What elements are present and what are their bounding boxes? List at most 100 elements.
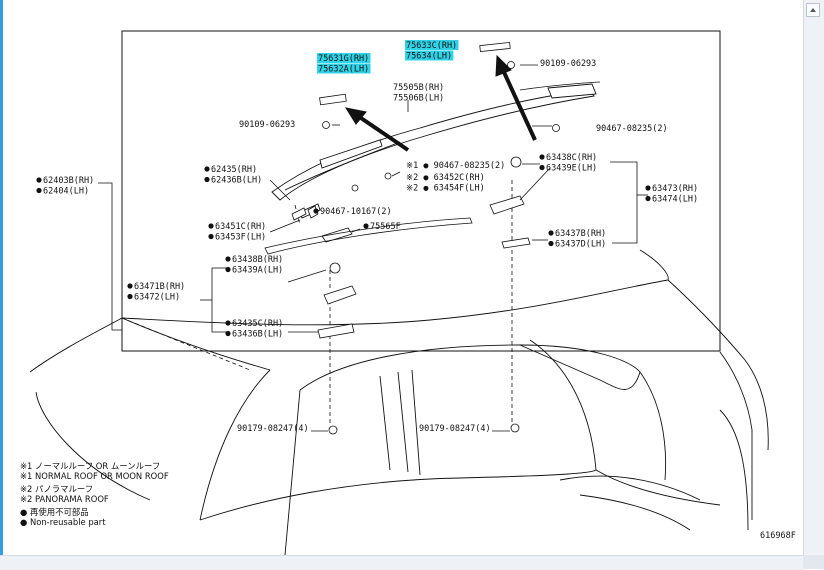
label-highlight <box>317 53 371 63</box>
leader-dashes <box>121 180 513 425</box>
callout-p90467a: 90467-08235(2) <box>596 124 668 134</box>
part-number: 75634(LH) <box>406 52 452 62</box>
note-line: ※1 NORMAL ROOF OR MOON ROOF <box>20 471 169 482</box>
part-number: 63437B(RH) <box>555 229 606 239</box>
window-frame-edge <box>0 0 3 569</box>
note-line: ● 再使用不可部品 <box>20 506 89 517</box>
non-reusable-dot-icon <box>208 233 214 240</box>
label-highlight <box>317 63 371 74</box>
part-number: 90109-06293 <box>239 120 295 130</box>
callout-p90109a: 90109-06293 <box>540 59 596 69</box>
callout-p75565: 75565F <box>363 222 401 232</box>
vehicle-outline <box>29 249 769 555</box>
callout-p75633: 75633C(RH)75634(LH) <box>405 40 459 62</box>
non-reusable-dot-icon <box>225 320 231 326</box>
callout-p63473: 63473(RH)63474(LH) <box>645 184 698 205</box>
label-highlight <box>405 50 454 61</box>
vertical-scrollbar[interactable] <box>803 0 824 555</box>
non-reusable-dot-icon <box>127 293 133 300</box>
callout-p90109b: 90109-06293 <box>239 120 295 130</box>
non-reusable-dot-icon <box>36 177 42 183</box>
callout-p63451: 63451C(RH)63453F(LH) <box>208 222 266 243</box>
part-number: 63435C(RH) <box>232 319 283 329</box>
figure-id: 616968F <box>760 531 796 541</box>
bracket-lines <box>98 64 648 432</box>
callout-p90467b: ※1 ● 90467-08235(2) <box>406 161 505 171</box>
part-number: 63439A(LH) <box>232 266 283 276</box>
non-reusable-dot-icon <box>225 266 231 273</box>
non-reusable-dot-icon <box>204 176 210 183</box>
horizontal-scrollbar[interactable] <box>0 555 803 570</box>
callout-p75505: 75505B(RH)75506B(LH) <box>393 83 444 104</box>
callout-labels: 75631G(RH)75632A(LH) 75633C(RH)75634(LH) 9… <box>36 40 698 434</box>
part-number: 63473(RH) <box>652 184 698 194</box>
non-reusable-dot-icon <box>539 154 545 160</box>
part-number: 63472(LH) <box>134 293 180 303</box>
non-reusable-dot-icon <box>36 187 42 194</box>
small-parts <box>291 42 560 435</box>
non-reusable-dot-icon <box>225 256 231 262</box>
non-reusable-dot-icon <box>204 166 210 172</box>
note-line: ※2 パノラマルーフ <box>20 483 94 494</box>
part-number: 90179-08247(4) <box>419 424 491 434</box>
part-number: 62403B(RH) <box>43 176 94 186</box>
chevron-up-icon <box>810 8 816 12</box>
non-reusable-dot-icon <box>645 195 651 202</box>
part-number: 90467-08235(2) <box>596 124 668 134</box>
part-number: 75505B(RH) <box>393 83 444 93</box>
part-number: 90109-06293 <box>540 59 596 69</box>
arrow-to-rail-right <box>495 54 537 141</box>
callout-p63452: ※2 ● 63452C(RH)※2 ● 63454F(LH) <box>406 173 485 194</box>
non-reusable-dot-icon <box>208 223 214 229</box>
part-number: 63438C(RH) <box>546 153 597 163</box>
callout-p62403: 62403B(RH)62404(LH) <box>36 176 94 197</box>
callout-p63435: 63435C(RH)63436B(LH) <box>225 319 283 340</box>
parts-diagram: 75631G(RH)75632A(LH) 75633C(RH)75634(LH) 9… <box>29 30 769 555</box>
part-number: 90179-08247(4) <box>237 424 309 434</box>
part-number: 62436B(LH) <box>211 176 262 186</box>
callout-p63437: 63437B(RH)63437D(LH) <box>548 229 606 250</box>
part-number: 90467-10167(2) <box>320 207 392 217</box>
note-line: ● Non-reusable part <box>20 517 106 527</box>
part-number: 75565F <box>370 222 401 232</box>
callout-p63471: 63471B(RH)63472(LH) <box>127 282 185 303</box>
part-number: 63453F(LH) <box>215 233 266 243</box>
part-number: ※2 ● 63452C(RH) <box>406 173 485 183</box>
callout-p62435: 62435(RH)62436B(LH) <box>204 165 262 186</box>
scrollbar-corner <box>803 555 824 569</box>
arrow-to-rail-left <box>344 107 410 152</box>
non-reusable-dot-icon <box>539 164 545 171</box>
scroll-up-button[interactable] <box>806 3 820 17</box>
part-number: 63436B(LH) <box>232 330 283 340</box>
callout-p63438C: 63438C(RH)63439E(LH) <box>539 153 597 174</box>
part-number: 63451C(RH) <box>215 222 266 232</box>
non-reusable-dot-icon <box>313 208 319 214</box>
callout-p90467c: 90467-10167(2) <box>313 207 392 217</box>
non-reusable-dot-icon <box>127 283 133 289</box>
part-number: 75506B(LH) <box>393 94 444 104</box>
non-reusable-dot-icon <box>363 223 369 229</box>
callout-p90179a: 90179-08247(4) <box>237 424 309 434</box>
non-reusable-dot-icon <box>645 185 651 191</box>
part-number: 63438B(RH) <box>232 255 283 265</box>
part-number: ※1 ● 90467-08235(2) <box>406 161 505 171</box>
callout-p63438B: 63438B(RH)63439A(LH) <box>225 255 283 276</box>
part-number: 63437D(LH) <box>555 240 606 250</box>
part-number: 63439E(LH) <box>546 164 597 174</box>
part-number: 62435(RH) <box>211 165 257 175</box>
label-highlight <box>405 40 459 50</box>
part-number: ※2 ● 63454F(LH) <box>406 184 485 194</box>
note-line: ※1 ノーマルルーフ OR ムーンルーフ <box>20 461 161 471</box>
part-number: 63474(LH) <box>652 195 698 205</box>
part-number: 62404(LH) <box>43 187 89 197</box>
callout-p75631: 75631G(RH)75632A(LH) <box>317 53 371 75</box>
non-reusable-dot-icon <box>548 240 554 247</box>
non-reusable-dot-icon <box>225 330 231 337</box>
moldings <box>264 81 601 255</box>
part-number: 75633C(RH) <box>406 41 457 51</box>
note-line: ※2 PANORAMA ROOF <box>20 494 109 505</box>
part-number: 75631G(RH) <box>318 54 369 64</box>
non-reusable-dot-icon <box>548 230 554 236</box>
part-number: 75632A(LH) <box>318 65 369 75</box>
roof-rail <box>271 83 597 219</box>
